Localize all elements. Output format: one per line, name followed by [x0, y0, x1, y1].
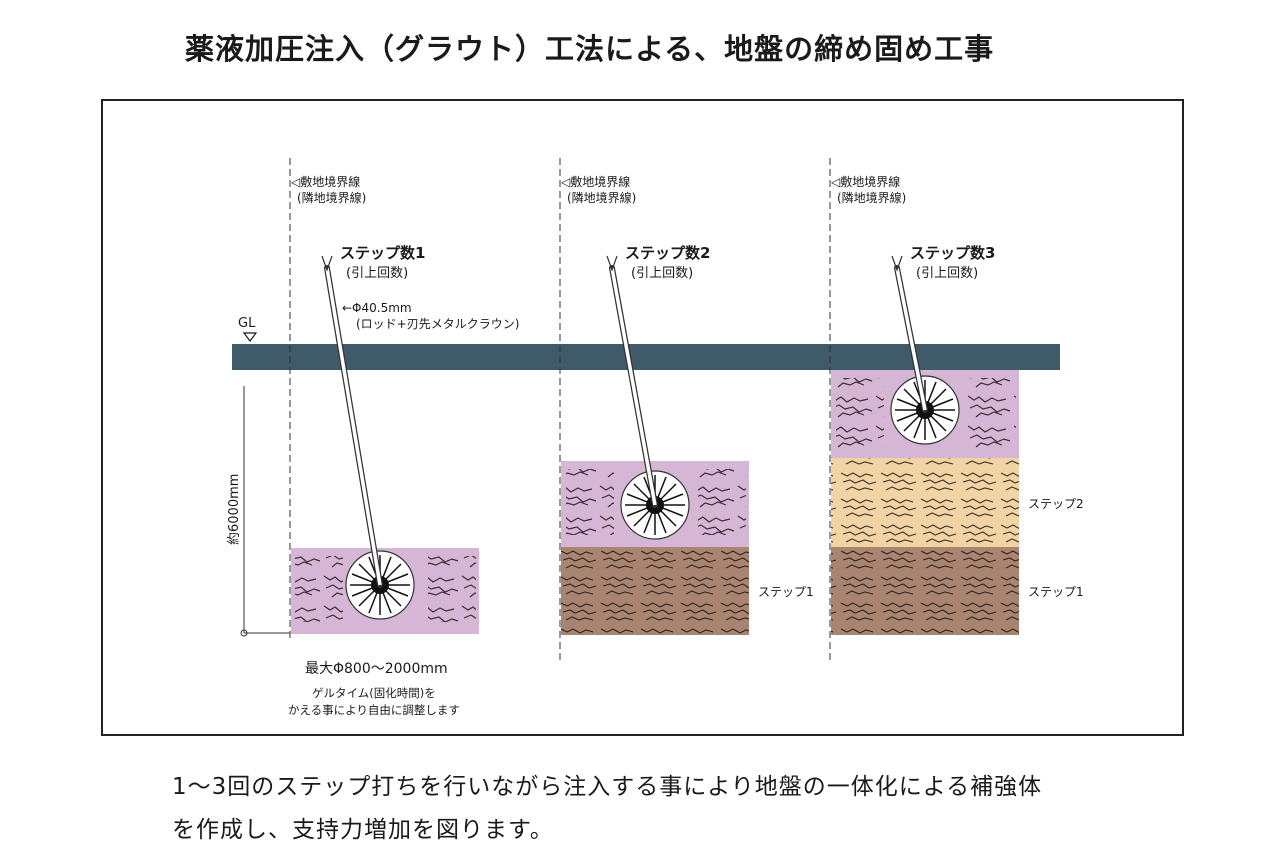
gl-marker-icon — [242, 332, 258, 342]
caption: 1〜3回のステップ打ちを行いながら注入する事により地盤の一体化による補強体 を作… — [172, 766, 1042, 852]
step-title-3: ステップ数3 — [910, 244, 995, 262]
boundary-label-1a: ◁敷地境界線 — [290, 174, 360, 189]
boundary-label-3b: (隣地境界線) — [837, 190, 906, 205]
rod-top-arrow-2 — [606, 255, 618, 272]
gel-note-2: かえる事により自由に調整します — [288, 703, 460, 717]
depth-dimension-dot — [240, 629, 248, 637]
step-sub-1: (引上回数) — [346, 266, 408, 281]
boundary-label-1b: (隣地境界線) — [297, 190, 366, 205]
gl-label: GL — [238, 316, 256, 331]
rod-label-diameter: ←Φ40.5mm — [342, 301, 412, 315]
boundary-label-3a: ◁敷地境界線 — [830, 174, 900, 189]
boundary-label-2b: (隣地境界線) — [567, 190, 636, 205]
gel-note-1: ゲルタイム(固化時間)を — [312, 686, 436, 700]
layer-label-step1-col3: ステップ1 — [1028, 585, 1084, 599]
diagram-frame — [101, 99, 1184, 736]
rod-top-arrow-3 — [891, 255, 903, 272]
step-sub-2: (引上回数) — [631, 266, 693, 281]
diameter-label: 最大Φ800〜2000mm — [305, 661, 448, 677]
layer-label-step2-col3: ステップ2 — [1028, 497, 1084, 511]
step-sub-3: (引上回数) — [916, 266, 978, 281]
ground-surface-bar — [232, 344, 1060, 370]
caption-line-1: 1〜3回のステップ打ちを行いながら注入する事により地盤の一体化による補強体 — [172, 774, 1043, 800]
step-title-2: ステップ数2 — [625, 244, 710, 262]
rod-top-arrow-1 — [321, 255, 333, 272]
step-title-1: ステップ数1 — [340, 244, 425, 262]
depth-label: 約6000mm — [227, 474, 242, 545]
boundary-label-2a: ◁敷地境界線 — [560, 174, 630, 189]
caption-line-2: を作成し、支持力増加を図ります。 — [172, 817, 554, 843]
layer-label-step1-col2: ステップ1 — [758, 585, 814, 599]
rod-label-desc: (ロッド+刃先メタルクラウン) — [356, 317, 519, 331]
page-title: 薬液加圧注入（グラウト）工法による、地盤の締め固め工事 — [185, 32, 995, 66]
